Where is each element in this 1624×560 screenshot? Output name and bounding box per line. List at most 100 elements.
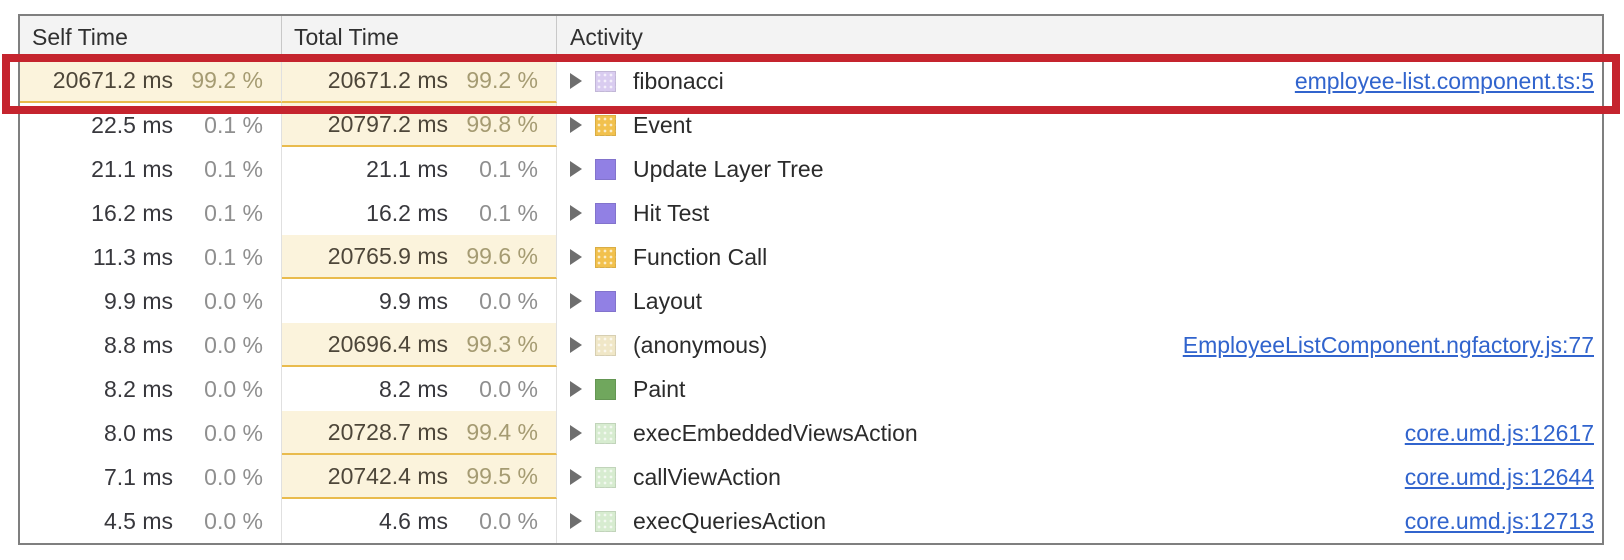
activity-cell: execEmbeddedViewsAction core.umd.js:1261…	[557, 411, 1602, 455]
self-time-value: 11.3 ms	[92, 243, 173, 270]
self-time-cell: 8.0 ms 0.0 %	[20, 411, 282, 455]
self-time-percent: 0.0 %	[204, 287, 263, 314]
total-time-percent: 0.1 %	[479, 199, 538, 226]
table-row[interactable]: 16.2 ms 0.1 % 16.2 ms 0.1 % Hit Test	[20, 191, 1602, 235]
expand-chevron-icon[interactable]	[570, 205, 582, 221]
expand-chevron-icon[interactable]	[570, 249, 582, 265]
activity-cell: fibonacci employee-list.component.ts:5	[557, 59, 1602, 103]
performance-data-grid: Self Time Total Time Activity 20671.2 ms…	[18, 14, 1604, 545]
expand-chevron-icon[interactable]	[570, 337, 582, 353]
total-time-cell: 20671.2 ms 99.2 %	[282, 59, 557, 103]
activity-label: Layout	[633, 287, 703, 314]
source-location-link[interactable]: core.umd.js:12617	[1404, 419, 1594, 446]
total-time-cell: 4.6 ms 0.0 %	[282, 499, 557, 543]
table-row[interactable]: 20671.2 ms 99.2 % 20671.2 ms 99.2 % fibo…	[20, 59, 1602, 103]
expand-chevron-icon[interactable]	[570, 117, 582, 133]
scripting-event-icon	[595, 246, 616, 268]
self-time-percent: 0.0 %	[204, 419, 263, 446]
total-time-percent: 0.1 %	[479, 155, 538, 182]
table-row[interactable]: 8.8 ms 0.0 % 20696.4 ms 99.3 % (anonymou…	[20, 323, 1602, 367]
total-time-value: 20797.2 ms	[327, 110, 448, 137]
expand-chevron-icon[interactable]	[570, 73, 582, 89]
self-time-value: 16.2 ms	[91, 199, 173, 226]
source-location-link[interactable]: EmployeeListComponent.ngfactory.js:77	[1182, 331, 1594, 358]
column-header-activity[interactable]: Activity	[570, 23, 643, 50]
self-time-value: 21.1 ms	[91, 155, 173, 182]
total-time-value: 8.2 ms	[378, 375, 448, 402]
column-header-total-time[interactable]: Total Time	[282, 16, 557, 58]
total-time-cell: 20742.4 ms 99.5 %	[282, 455, 557, 499]
total-time-percent: 0.0 %	[479, 375, 538, 402]
self-time-value: 9.9 ms	[103, 287, 173, 314]
table-row[interactable]: 21.1 ms 0.1 % 21.1 ms 0.1 % Update Layer…	[20, 147, 1602, 191]
rendering-icon	[595, 202, 616, 224]
table-row[interactable]: 9.9 ms 0.0 % 9.9 ms 0.0 % Layout	[20, 279, 1602, 323]
table-row[interactable]: 4.5 ms 0.0 % 4.6 ms 0.0 % execQueriesAct…	[20, 499, 1602, 543]
self-time-percent: 0.0 %	[204, 507, 263, 534]
scripting-event-icon	[595, 114, 616, 136]
activity-label: execQueriesAction	[633, 507, 827, 534]
activity-label: Hit Test	[633, 199, 710, 226]
total-time-cell: 20765.9 ms 99.6 %	[282, 235, 557, 279]
self-time-cell: 22.5 ms 0.1 %	[20, 103, 282, 147]
expand-chevron-icon[interactable]	[570, 161, 582, 177]
total-time-percent: 99.4 %	[466, 418, 538, 445]
self-time-percent: 0.1 %	[204, 199, 263, 226]
expand-chevron-icon[interactable]	[570, 513, 582, 529]
total-time-percent: 99.3 %	[466, 330, 538, 357]
activity-cell: Event	[557, 103, 1602, 147]
source-location-link[interactable]: core.umd.js:12644	[1404, 463, 1594, 490]
total-time-cell: 20696.4 ms 99.3 %	[282, 323, 557, 367]
grid-header: Self Time Total Time Activity	[20, 16, 1602, 59]
total-time-cell: 21.1 ms 0.1 %	[282, 147, 557, 191]
self-time-cell: 21.1 ms 0.1 %	[20, 147, 282, 191]
self-time-cell: 8.2 ms 0.0 %	[20, 367, 282, 411]
self-time-cell: 11.3 ms 0.1 %	[20, 235, 282, 279]
self-time-value: 22.5 ms	[91, 111, 173, 138]
expand-chevron-icon[interactable]	[570, 469, 582, 485]
column-header-self-time[interactable]: Self Time	[20, 16, 282, 58]
self-time-value: 8.2 ms	[103, 375, 173, 402]
self-time-value: 7.1 ms	[103, 463, 173, 490]
table-row[interactable]: 7.1 ms 0.0 % 20742.4 ms 99.5 % callViewA…	[20, 455, 1602, 499]
total-time-value: 21.1 ms	[366, 155, 448, 182]
activity-label: execEmbeddedViewsAction	[633, 419, 918, 446]
self-time-cell: 4.5 ms 0.0 %	[20, 499, 282, 543]
activity-cell: Hit Test	[557, 191, 1602, 235]
total-time-value: 16.2 ms	[366, 199, 448, 226]
expand-chevron-icon[interactable]	[570, 381, 582, 397]
expand-chevron-icon[interactable]	[570, 425, 582, 441]
rendering-icon	[595, 158, 616, 180]
activity-label: (anonymous)	[633, 331, 768, 358]
self-time-percent: 0.1 %	[204, 243, 263, 270]
total-time-value: 20728.7 ms	[327, 418, 448, 445]
self-time-cell: 7.1 ms 0.0 %	[20, 455, 282, 499]
table-row[interactable]: 8.2 ms 0.0 % 8.2 ms 0.0 % Paint	[20, 367, 1602, 411]
self-time-cell: 16.2 ms 0.1 %	[20, 191, 282, 235]
expand-chevron-icon[interactable]	[570, 293, 582, 309]
painting-icon	[595, 378, 616, 400]
self-time-percent: 0.0 %	[204, 463, 263, 490]
activity-cell: Layout	[557, 279, 1602, 323]
total-time-percent: 0.0 %	[479, 507, 538, 534]
self-time-cell: 8.8 ms 0.0 %	[20, 323, 282, 367]
self-time-percent: 0.1 %	[204, 111, 263, 138]
activity-cell: (anonymous) EmployeeListComponent.ngfact…	[557, 323, 1602, 367]
total-time-percent: 99.8 %	[466, 110, 538, 137]
source-location-link[interactable]: core.umd.js:12713	[1404, 507, 1594, 534]
self-time-cell: 20671.2 ms 99.2 %	[20, 59, 282, 103]
self-time-percent: 0.0 %	[204, 375, 263, 402]
activity-label: Function Call	[633, 243, 768, 270]
table-row[interactable]: 11.3 ms 0.1 % 20765.9 ms 99.6 % Function…	[20, 235, 1602, 279]
total-time-value: 20671.2 ms	[327, 66, 448, 93]
activity-cell: callViewAction core.umd.js:12644	[557, 455, 1602, 499]
scripting-js-frame-icon	[595, 70, 616, 92]
table-row[interactable]: 8.0 ms 0.0 % 20728.7 ms 99.4 % execEmbed…	[20, 411, 1602, 455]
source-location-link[interactable]: employee-list.component.ts:5	[1294, 67, 1594, 94]
total-time-value: 20696.4 ms	[327, 330, 448, 357]
table-row[interactable]: 22.5 ms 0.1 % 20797.2 ms 99.8 % Event	[20, 103, 1602, 147]
scripting-anonymous-icon	[595, 334, 616, 356]
activity-label: fibonacci	[633, 67, 724, 94]
self-time-percent: 0.1 %	[204, 155, 263, 182]
